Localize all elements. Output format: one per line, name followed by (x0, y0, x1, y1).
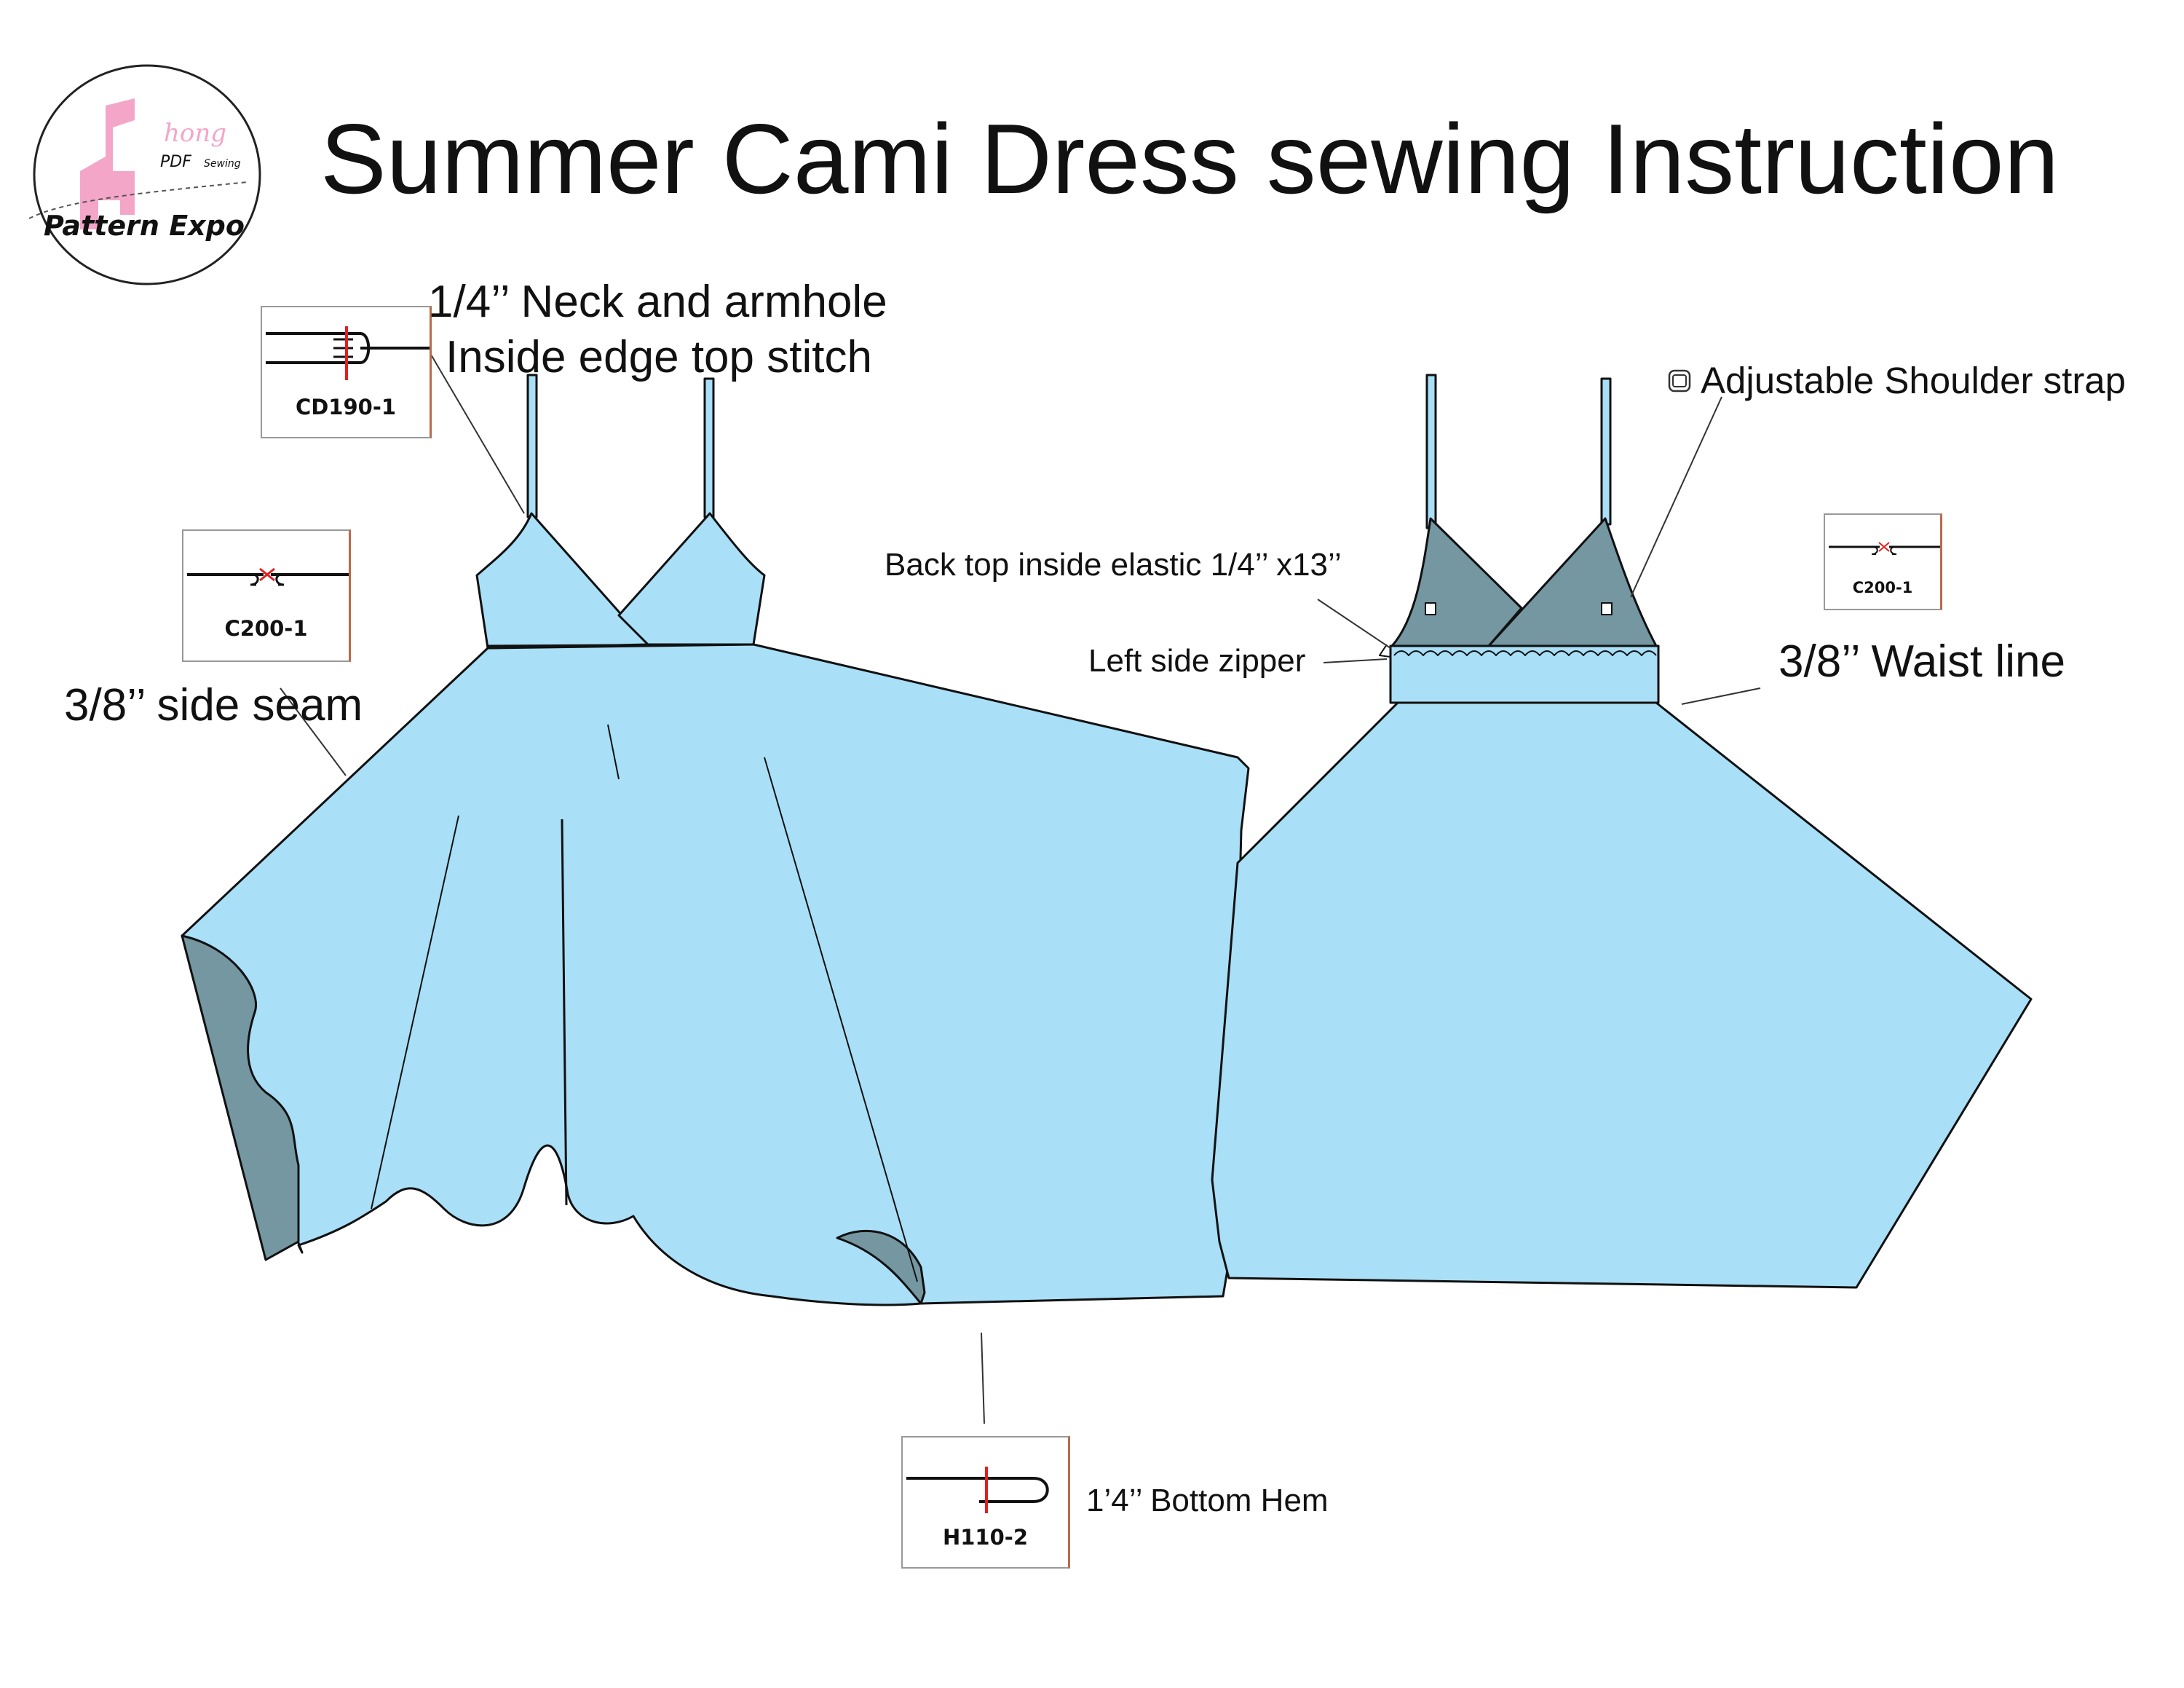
front-inside-left (181, 934, 300, 1261)
back-elastic-wave (1393, 650, 1657, 656)
hem-leader-line (981, 1332, 985, 1424)
zipper-leader-line (1323, 658, 1388, 663)
stitch-code-hem: H110-2 (942, 1525, 1029, 1550)
back-zipper-pull (1379, 644, 1391, 658)
front-inside-right (836, 1229, 926, 1305)
back-right-strap (1600, 377, 1612, 526)
logo-script-text: hong (164, 119, 227, 148)
left-zipper-label: Left side zipper (1088, 643, 1306, 679)
hem-fold-icon (906, 1467, 1049, 1513)
front-fold-line-2 (561, 819, 568, 1206)
back-elastic-label: Back top inside elastic 1/4’’ x13’’ (885, 547, 1342, 583)
waist-leader-line (1681, 687, 1761, 705)
front-dress (181, 374, 1250, 1306)
stitch-box-waist: C200-1 (1824, 513, 1942, 610)
back-left-strap-adjuster (1425, 602, 1436, 615)
side-seam-leader-line (280, 687, 347, 776)
back-skirt (1211, 701, 2033, 1289)
seam-open-icon (1829, 542, 1940, 555)
logo-brand-text: Pattern Expo (44, 210, 245, 242)
neck-armhole-label-line1: 1/4’’ Neck and armhole (428, 277, 887, 327)
stitch-box-hem: H110-2 (901, 1436, 1070, 1569)
side-seam-label: 3/8’’ side seam (64, 680, 363, 730)
front-bodice-right-cup (617, 512, 766, 646)
back-bodice-left (1390, 517, 1523, 647)
stitch-code-waist: C200-1 (1852, 579, 1913, 596)
front-fold-line-1 (371, 815, 459, 1210)
front-fold-line-3 (764, 757, 918, 1282)
leader-lines (280, 345, 1761, 1424)
front-right-strap (703, 377, 715, 518)
logo-emblem-icon (28, 64, 261, 285)
brand-logo: hong PDF Sewing Pattern Expo (22, 62, 269, 288)
shoulder-strap-label: Adjustable Shoulder strap (1701, 360, 2126, 401)
strap-leader-line (1630, 396, 1722, 598)
stitch-code-side: C200-1 (224, 616, 308, 641)
front-fold-line-4 (607, 724, 620, 780)
front-skirt (181, 643, 1250, 1306)
seam-open-icon (187, 567, 349, 586)
page-title: Summer Cami Dress sewing Instruction (320, 103, 2060, 214)
back-left-strap (1425, 374, 1437, 529)
topstitch-edge-icon (266, 326, 430, 380)
back-bodice-right (1487, 517, 1658, 647)
back-right-strap-adjuster (1601, 602, 1613, 615)
stitch-code-neck: CD190-1 (295, 395, 397, 419)
strap-adjuster-icon (1668, 369, 1691, 392)
front-bodice-left-cup (475, 512, 649, 650)
back-dress (1211, 374, 2033, 1289)
bottom-hem-label: 1’4’’ Bottom Hem (1086, 1483, 1329, 1518)
shoulder-strap-label-group: Adjustable Shoulder strap (1667, 358, 2126, 403)
logo-sewing-text: Sewing (204, 158, 241, 170)
elastic-leader-line (1317, 599, 1391, 649)
stitch-box-neck: CD190-1 (261, 306, 432, 438)
stitch-box-side: C200-1 (182, 529, 351, 662)
logo-pdf-text: PDF (160, 153, 191, 171)
front-left-strap (526, 374, 538, 518)
neck-leader-line (425, 345, 525, 514)
waist-line-label: 3/8’’ Waist line (1779, 636, 2065, 687)
front-waist-seam (487, 643, 754, 647)
neck-armhole-label-line2: Inside edge top stitch (446, 332, 872, 382)
